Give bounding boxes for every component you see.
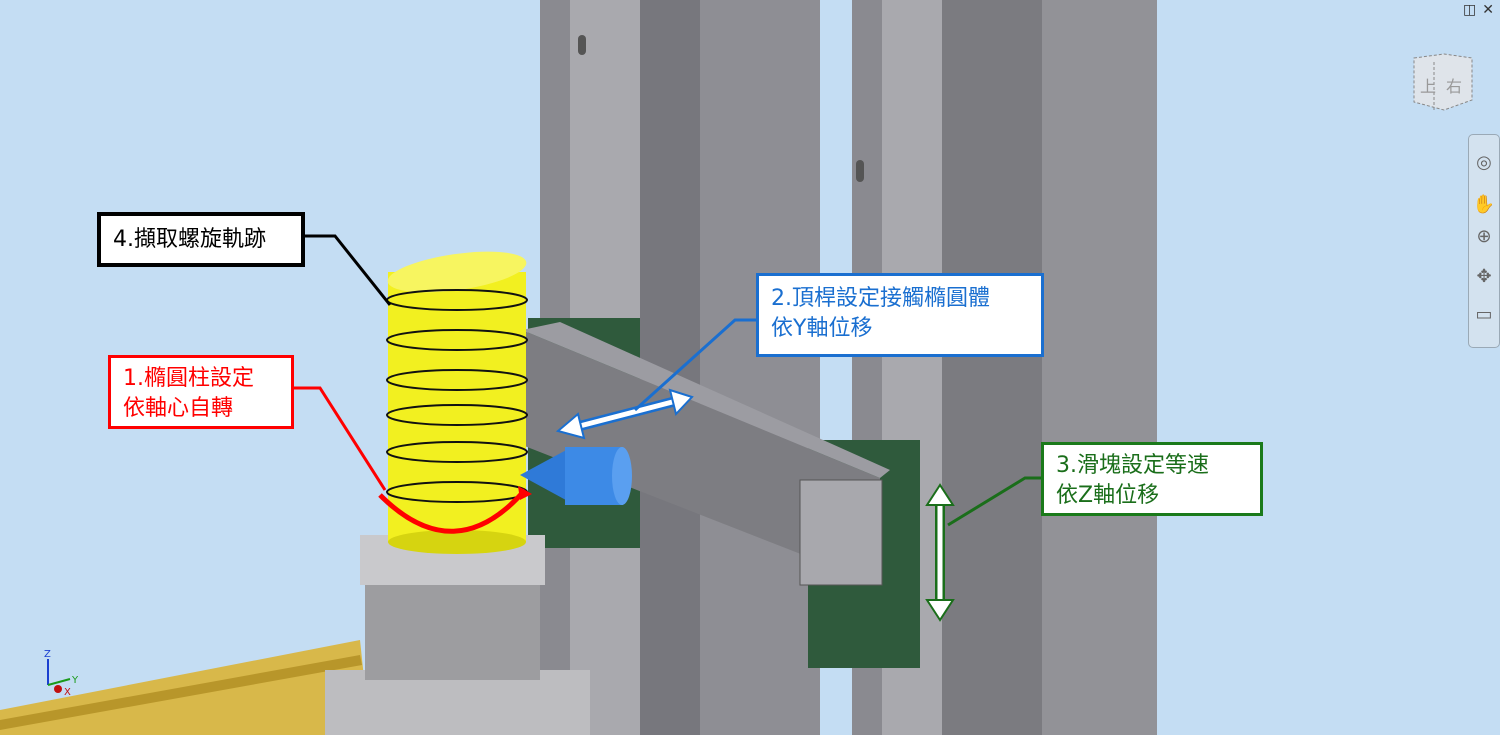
beam	[522, 330, 880, 585]
callout-step3: 3.滑塊設定等速依Z軸位移	[1041, 442, 1263, 516]
motor-flange	[325, 670, 590, 735]
callout-step1-line2: 依軸心自轉	[123, 396, 234, 421]
svg-text:右: 右	[1446, 77, 1462, 96]
z-axis-arrow	[925, 483, 955, 622]
leader-step1	[294, 386, 387, 491]
orbit-icon[interactable]: ✥	[1476, 266, 1492, 287]
beam-profile-end	[799, 479, 883, 586]
callout-step2: 2.頂桿設定接觸橢圓體依Y軸位移	[756, 273, 1044, 357]
close-icon[interactable]: ✕	[1482, 2, 1494, 18]
vertical-rail-left	[540, 0, 820, 735]
pan-hand-icon[interactable]: ✋	[1472, 194, 1496, 215]
callout-step1: 1.橢圓柱設定依軸心自轉	[108, 355, 294, 429]
callout-step2-line1: 2.頂桿設定接觸橢圓體	[771, 286, 990, 311]
steering-wheel-icon[interactable]: ◎	[1476, 152, 1492, 173]
navigation-bar: ◎ ✋ ⊕ ✥ ▭	[1468, 134, 1500, 348]
callout-step2-line2: 依Y軸位移	[771, 316, 873, 341]
callout-step4-text: 4.擷取螺旋軌跡	[113, 227, 266, 252]
zoom-icon[interactable]: ⊕	[1476, 226, 1492, 247]
vertical-rail-right	[852, 0, 1157, 735]
callout-step1-line1: 1.橢圓柱設定	[123, 366, 254, 391]
look-at-icon[interactable]: ▭	[1475, 304, 1493, 325]
callout-step4: 4.擷取螺旋軌跡	[97, 212, 305, 267]
triad-x-label: X	[64, 687, 71, 695]
push-rod-cone	[520, 447, 632, 505]
rotation-arrow	[378, 488, 527, 534]
axis-triad: Z Y X	[44, 649, 79, 695]
y-axis-arrow	[555, 388, 694, 440]
callout-step3-line1: 3.滑塊設定等速	[1056, 453, 1209, 478]
view-cube[interactable]: 上右	[1412, 52, 1474, 112]
triad-z-label: Z	[44, 649, 51, 660]
callout-step3-line2: 依Z軸位移	[1056, 483, 1160, 508]
restore-icon[interactable]: ◫	[1463, 2, 1477, 18]
svg-text:上: 上	[1420, 77, 1436, 96]
leader-step4	[305, 234, 392, 306]
leader-step2	[633, 318, 756, 412]
window-controls: ◫ ✕	[1463, 2, 1494, 18]
leader-step3	[947, 476, 1041, 527]
triad-y-label: Y	[71, 675, 79, 686]
